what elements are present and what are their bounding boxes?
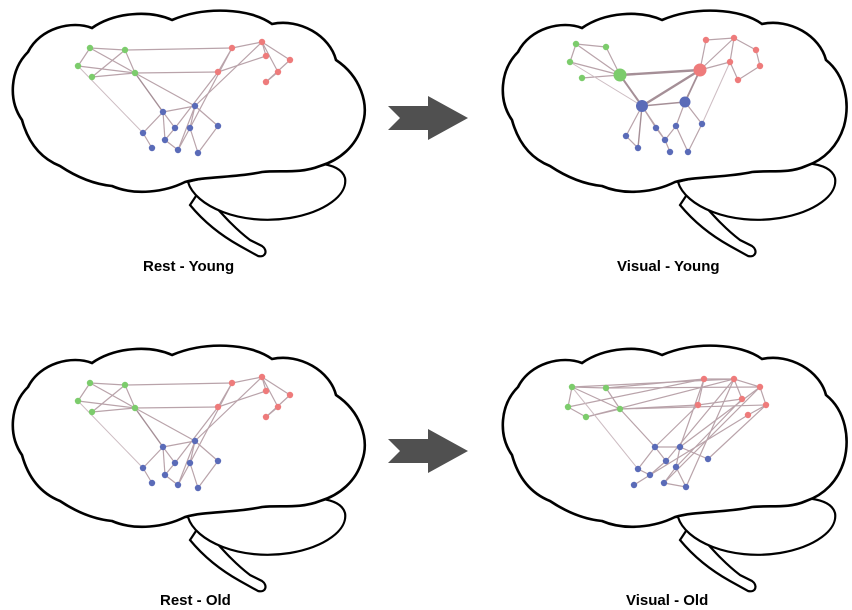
panel-rest-young: Rest - Young: [0, 0, 370, 290]
network-edges: [77, 376, 291, 489]
right-arrow-icon: [388, 429, 470, 478]
brain-diagram-rest-young: [11, 9, 366, 258]
panel-label-rest-old: Rest - Old: [160, 592, 231, 609]
panel-label-rest-young: Rest - Young: [143, 258, 235, 275]
panel-label-visual-old: Visual - Old: [626, 592, 709, 609]
network-nodes: [74, 38, 294, 157]
brain-diagram-visual-young: [501, 9, 848, 258]
network-edges: [567, 378, 767, 488]
brain-diagram-visual-old: [501, 344, 848, 593]
network-nodes: [566, 34, 764, 156]
network-nodes: [564, 375, 770, 491]
cerebrum-outline: [501, 9, 848, 194]
right-arrow-icon: [388, 96, 470, 145]
cerebrum-outline: [11, 9, 366, 194]
cerebrum-outline: [11, 344, 366, 529]
hub-node-green: [613, 68, 627, 82]
hub-node-red: [693, 63, 707, 77]
network-edges: [569, 37, 761, 153]
hub-node-blue-2: [679, 96, 691, 108]
network-nodes: [74, 373, 294, 492]
panel-label-visual-young: Visual - Young: [617, 258, 720, 275]
panel-visual-old: Visual - Old: [490, 335, 852, 610]
panel-visual-young: Visual - Young: [490, 0, 852, 290]
cerebrum-outline: [501, 344, 848, 529]
hub-node-blue: [636, 100, 648, 112]
panel-rest-old: Rest - Old: [0, 335, 370, 610]
brain-diagram-rest-old: [11, 344, 366, 593]
